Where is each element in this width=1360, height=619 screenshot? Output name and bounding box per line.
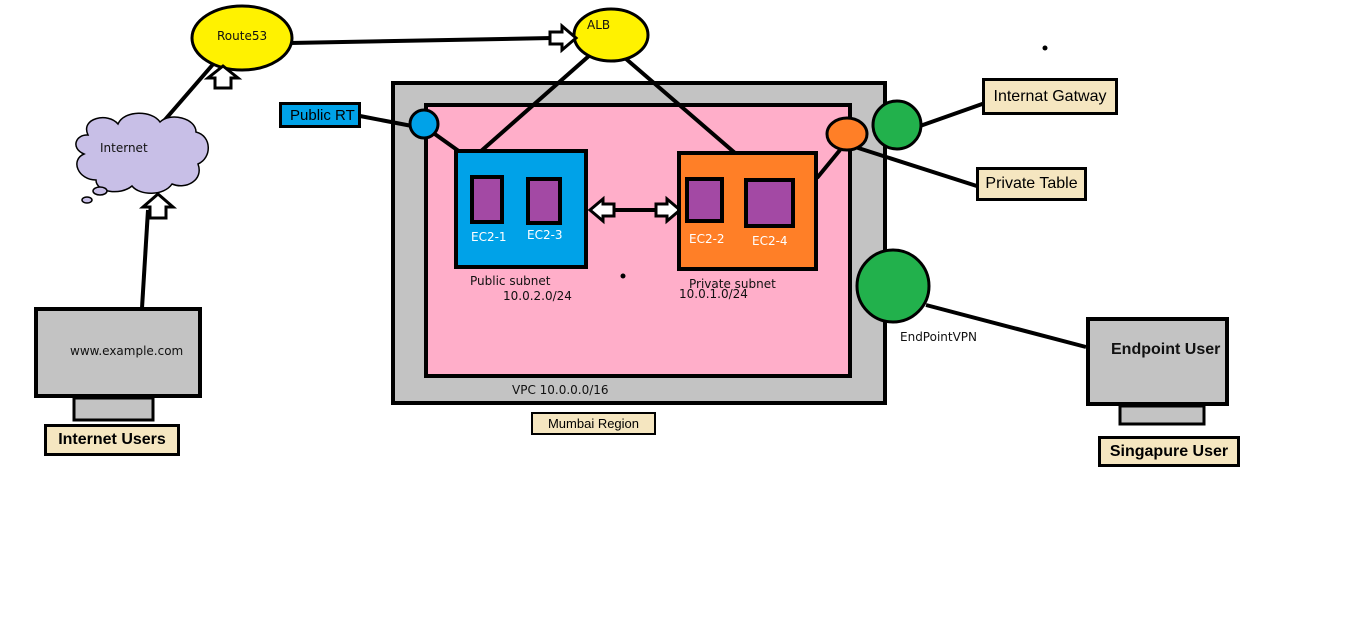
dot bbox=[620, 273, 626, 279]
endpoint-vpn-label: EndPointVPN bbox=[900, 330, 978, 344]
dot bbox=[1042, 45, 1048, 51]
ec2-2-instance bbox=[685, 177, 724, 223]
igw-line bbox=[919, 101, 986, 128]
public-subnet-cidr: 10.0.2.0/24 bbox=[503, 289, 572, 303]
ec2-4-instance bbox=[744, 178, 795, 228]
public-subnet-label: Public subnet bbox=[470, 274, 551, 288]
ec2-2-label: EC2-2 bbox=[689, 232, 725, 246]
alb-node bbox=[572, 7, 650, 63]
internet-gateway-node bbox=[871, 99, 923, 151]
vpc-label: VPC 10.0.0.0/16 bbox=[512, 383, 609, 397]
private-table-label: Private Table bbox=[976, 167, 1087, 201]
public-rt-label: Public RT bbox=[279, 102, 361, 128]
cloud-puff bbox=[81, 196, 93, 204]
private-subnet-cidr: 10.0.1.0/24 bbox=[679, 287, 748, 301]
connection-lines bbox=[140, 36, 1087, 349]
internet-users-label: Internet Users bbox=[44, 424, 180, 456]
left-arrow-icon bbox=[587, 195, 616, 225]
website-label: www.example.com bbox=[70, 344, 184, 358]
route53-label: Route53 bbox=[217, 29, 268, 43]
private-subnet-label: Private subnet bbox=[689, 277, 776, 291]
endpoint-user-label: Endpoint User bbox=[1111, 341, 1221, 358]
singapore-user-label: Singapure User bbox=[1098, 436, 1240, 467]
ec2-4-label: EC2-4 bbox=[752, 234, 788, 248]
ec2-1-instance bbox=[470, 175, 504, 224]
right-arrow-icon bbox=[548, 22, 579, 54]
endpoint-user-monitor bbox=[1086, 317, 1229, 406]
internet-user-monitor bbox=[34, 307, 202, 398]
alb-label: ALB bbox=[587, 18, 611, 32]
internet-gateway-label: Internat Gatway bbox=[982, 78, 1118, 115]
ec2-3-label: EC2-3 bbox=[527, 228, 563, 242]
endpoint-user-monitor-stand bbox=[1118, 404, 1206, 426]
up-arrow-icon bbox=[138, 192, 178, 220]
publicrt-subnet-line bbox=[430, 130, 462, 154]
endpoint-vpn-node bbox=[855, 248, 931, 324]
ec2-1-label: EC2-1 bbox=[471, 230, 507, 244]
alb-private-subnet-line bbox=[623, 56, 737, 155]
vpn-line bbox=[925, 303, 1087, 349]
cloud-puff bbox=[92, 186, 108, 196]
public-rt-node bbox=[408, 108, 440, 140]
internet-user-monitor-stand bbox=[72, 396, 155, 422]
ec2-3-instance bbox=[526, 177, 562, 225]
private-table-line bbox=[851, 144, 984, 190]
route53-node bbox=[190, 4, 294, 72]
publicrt-line bbox=[359, 114, 413, 128]
private-rt-node bbox=[825, 116, 869, 152]
private-subnet-rt-line bbox=[815, 148, 842, 180]
right-arrow-icon bbox=[654, 195, 683, 225]
region-label: Mumbai Region bbox=[531, 412, 656, 435]
users-internet-line bbox=[140, 209, 150, 309]
internet-cloud bbox=[75, 112, 209, 194]
route53-alb-line bbox=[289, 36, 553, 45]
internet-route53-line bbox=[161, 60, 217, 124]
alb-public-subnet-line bbox=[478, 53, 592, 154]
internet-label: Internet bbox=[100, 141, 148, 155]
up-arrow-icon bbox=[203, 64, 243, 90]
